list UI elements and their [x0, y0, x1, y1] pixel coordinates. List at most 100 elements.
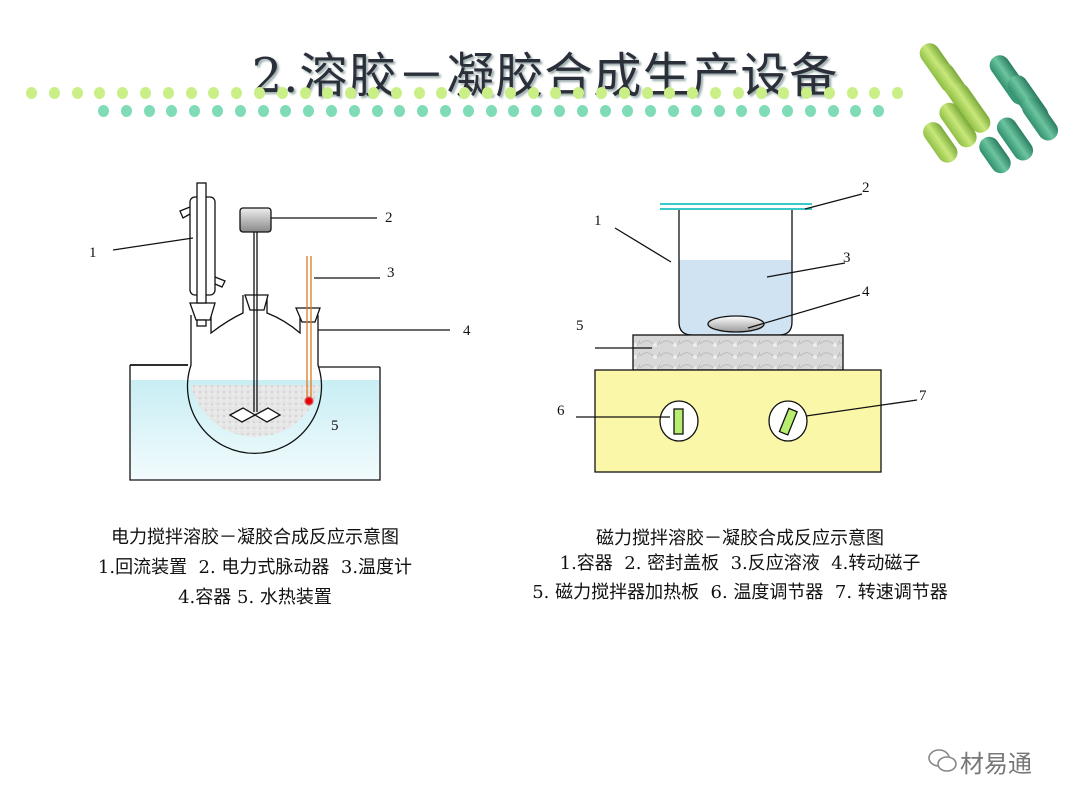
thermometer-bulb	[304, 396, 314, 406]
stirrer-base	[594, 369, 882, 473]
decorative-dot	[98, 105, 109, 117]
decorative-dot	[781, 105, 793, 117]
decorative-dot	[599, 105, 611, 117]
decorative-dot	[892, 87, 904, 99]
decorative-dot	[162, 87, 174, 99]
decorative-dot	[143, 105, 155, 117]
decorative-dot	[26, 87, 37, 99]
decorative-dot	[231, 87, 243, 99]
decorative-dot	[417, 105, 429, 117]
electric-stirrer-motor	[239, 207, 272, 233]
decorative-dot	[166, 105, 178, 117]
watermark: 材易通	[960, 750, 1032, 778]
label-5: 5	[331, 418, 339, 434]
decorative-dot	[71, 87, 83, 99]
decorative-dot	[732, 87, 744, 99]
decorative-dot	[576, 105, 588, 117]
decorative-dot	[869, 87, 881, 99]
left-caption-title: 电力搅拌溶胶－凝胶合成反应示意图	[111, 527, 399, 548]
decorative-dot	[531, 105, 543, 117]
decorative-dot	[778, 87, 790, 99]
decorative-dot	[139, 87, 151, 99]
decorative-dot	[94, 87, 106, 99]
decorative-dot	[485, 105, 497, 117]
decorative-dot	[713, 105, 725, 117]
decorative-dot	[823, 87, 835, 99]
decorative-dot	[622, 105, 634, 117]
water-bath	[129, 365, 381, 481]
decorative-dot	[504, 87, 516, 99]
decorative-dot	[664, 87, 676, 99]
decorative-dot	[618, 87, 630, 99]
label-3: 3	[843, 250, 851, 266]
decorative-dot	[208, 87, 220, 99]
label-1: 1	[594, 213, 602, 229]
decorative-dot	[394, 105, 406, 117]
decorative-dot	[462, 105, 474, 117]
stirring-paddle	[228, 407, 282, 423]
decorative-dot	[804, 105, 816, 117]
decorative-dot	[550, 87, 562, 99]
decorative-dot	[276, 87, 288, 99]
decorative-dot	[827, 105, 839, 117]
decorative-dot	[459, 87, 471, 99]
left-diagram-labels: 1 2 3 4 5	[89, 210, 471, 434]
decorative-dot	[185, 87, 197, 99]
decorative-dot	[117, 87, 129, 99]
left-caption-legend-2: 4.容器 5. 水热装置	[178, 587, 332, 608]
electric-stirring-apparatus	[112, 182, 450, 481]
flask	[186, 315, 323, 455]
decorative-dot	[690, 105, 702, 117]
label-5: 5	[576, 318, 584, 334]
decorative-dot	[253, 87, 265, 99]
decorative-dot	[436, 87, 448, 99]
decorative-dot	[303, 105, 315, 117]
decorative-dot	[645, 105, 657, 117]
decorative-dot	[667, 105, 679, 117]
decorative-dot	[527, 87, 539, 99]
decorative-dot	[595, 87, 607, 99]
decorative-dot	[280, 105, 292, 117]
decorative-dot	[189, 105, 201, 117]
decorative-dot	[709, 87, 721, 99]
decorative-dot	[553, 105, 565, 117]
decorative-dot	[257, 105, 269, 117]
decorative-dot	[573, 87, 585, 99]
decorative-dot	[348, 105, 360, 117]
decorative-dot	[846, 87, 858, 99]
heating-plate	[632, 334, 844, 371]
decorative-dot	[801, 87, 813, 99]
label-6: 6	[557, 403, 565, 419]
reaction-liquid	[191, 385, 320, 438]
label-4: 4	[463, 323, 471, 339]
reaction-solution	[679, 260, 792, 335]
decorative-dot	[759, 105, 771, 117]
decorative-dot	[367, 87, 379, 99]
left-caption-legend-1: 1.回流装置 2. 电力式脉动器 3.温度计	[97, 557, 413, 578]
label-2: 2	[385, 210, 393, 226]
decorative-dot	[508, 105, 520, 117]
right-caption-title: 磁力搅拌溶胶－凝胶合成反应示意图	[596, 528, 884, 549]
right-diagram-labels: 1 2 3 4 5 6 7	[557, 180, 927, 419]
decorative-dot	[390, 87, 402, 99]
decorative-dot	[211, 105, 223, 117]
label-3: 3	[387, 265, 395, 281]
label-2: 2	[862, 180, 870, 196]
decorative-dot	[371, 105, 383, 117]
decorative-dot	[439, 105, 451, 117]
right-caption-legend-1: 1.容器 2. 密封盖板 3.反应溶液 4.转动磁子	[559, 553, 921, 574]
decorative-dot	[120, 105, 132, 117]
decorative-cylinders	[919, 43, 1059, 174]
decorative-dot	[641, 87, 653, 99]
decorative-dot	[687, 87, 699, 99]
decorative-dot	[755, 87, 767, 99]
decorative-dot	[873, 105, 885, 117]
decorative-dot-row	[98, 105, 885, 117]
decorative-dot-row	[26, 87, 904, 99]
decorative-dot	[413, 87, 425, 99]
decorative-dot	[299, 87, 311, 99]
decorative-dot	[325, 105, 337, 117]
decorative-dot	[322, 87, 334, 99]
decorative-dot	[736, 105, 748, 117]
